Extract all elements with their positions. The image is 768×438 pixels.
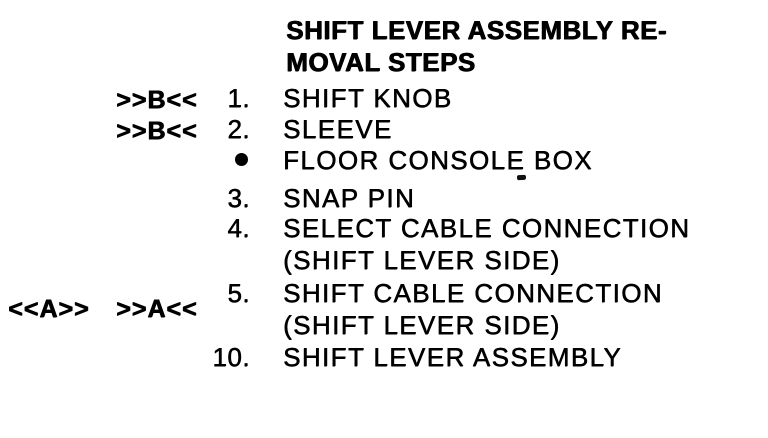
step-text: SHIFT LEVER ASSEMBLY — [283, 342, 623, 372]
step-text: FLOOR CONSOLE BOX — [283, 145, 593, 175]
step-text: SELECT CABLE CONNECTION — [283, 213, 691, 243]
process-marker-b: >>A<< — [116, 295, 198, 323]
step-text: SLEEVE — [283, 114, 393, 144]
process-marker-b: >>B<< — [116, 86, 198, 114]
heading-line-1: SHIFT LEVER ASSEMBLY RE- — [286, 15, 667, 45]
step-text: SHIFT CABLE CONNECTION — [283, 278, 663, 308]
step-number: 10. — [212, 342, 250, 372]
step-text-continuation: (SHIFT LEVER SIDE) — [283, 245, 561, 275]
step-row-bullet: FLOOR CONSOLE BOX — [0, 144, 768, 176]
step-row-2: >>B<< 2. SLEEVE — [0, 113, 768, 145]
step-number: 2. — [227, 114, 250, 144]
section-heading: SHIFT LEVER ASSEMBLY RE- MOVAL STEPS — [286, 14, 667, 78]
scan-artifact-dot — [516, 174, 527, 181]
bullet-icon — [235, 153, 248, 166]
step-row-3: 3. SNAP PIN — [0, 182, 768, 214]
step-row-1: >>B<< 1. SHIFT KNOB — [0, 82, 768, 114]
step-row-4: 4. SELECT CABLE CONNECTION (SHIFT LEVER … — [0, 212, 768, 276]
step-text: SHIFT KNOB — [283, 83, 453, 113]
heading-line-2: MOVAL STEPS — [286, 47, 476, 77]
step-row-5: <<A>> >>A<< 5. SHIFT CABLE CONNECTION (S… — [0, 277, 768, 341]
step-text-continuation: (SHIFT LEVER SIDE) — [283, 310, 561, 340]
step-number: 4. — [227, 213, 250, 243]
step-number: 3. — [227, 183, 250, 213]
step-number: 1. — [227, 83, 250, 113]
process-marker-a: <<A>> — [8, 295, 90, 323]
step-number: 5. — [227, 278, 250, 308]
step-text: SNAP PIN — [283, 183, 416, 213]
process-marker-b: >>B<< — [116, 117, 198, 145]
step-row-10: 10. SHIFT LEVER ASSEMBLY — [0, 341, 768, 373]
